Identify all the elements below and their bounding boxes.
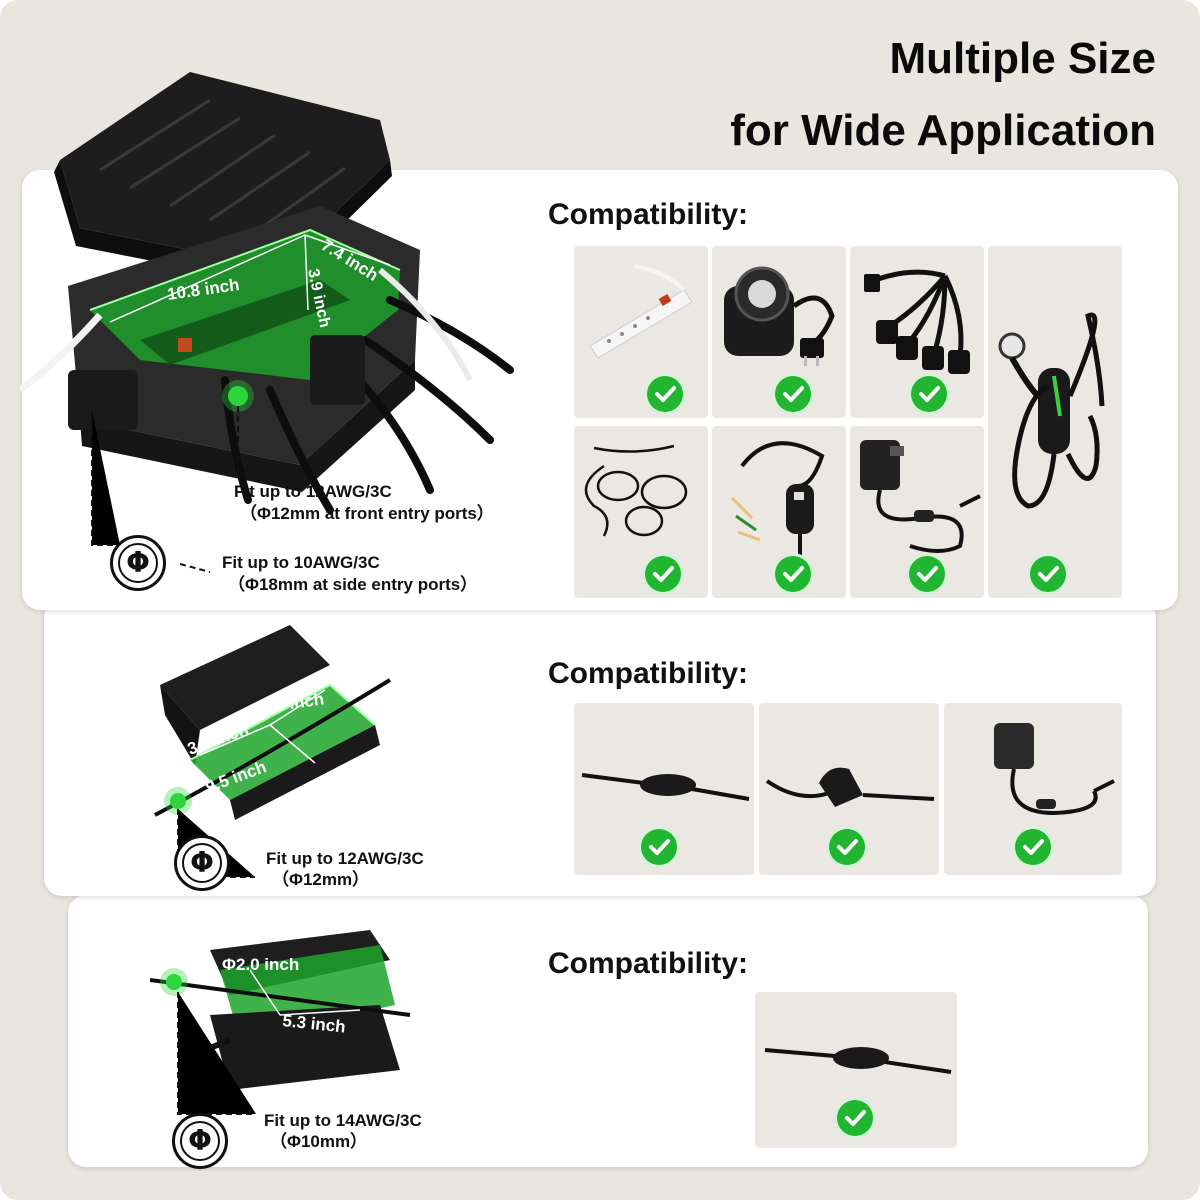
large-front-fit-line-2: （Φ12mm at front entry ports） xyxy=(240,504,494,523)
phi-badge: Φ xyxy=(174,835,230,891)
check-icon xyxy=(645,556,681,592)
large-compatibility-heading: Compatibility: xyxy=(548,198,748,231)
inline-cord-connector-icon xyxy=(764,1047,952,1074)
compat-tile-ev-charger xyxy=(988,246,1122,598)
compat-tile-inline-cord xyxy=(574,703,754,875)
small-junction-box-illustration: Φ2.0 inch 5.3 inch xyxy=(150,930,411,1115)
large-side-fit-line-2: （Φ18mm at side entry ports） xyxy=(228,575,478,594)
inline-cord-connector-icon xyxy=(581,773,750,801)
small-diameter-label: Φ2.0 inch xyxy=(222,955,299,974)
check-icon xyxy=(1030,556,1066,592)
check-icon xyxy=(837,1100,873,1136)
compat-tile-ac-adapter xyxy=(850,426,984,598)
small-fit-line-2: （Φ10mm） xyxy=(270,1132,368,1151)
ac-adapter-icon xyxy=(994,723,1115,816)
compat-tile-gfci-cord xyxy=(712,426,846,598)
headline-line-1: Multiple Size xyxy=(889,34,1156,83)
large-junction-box-illustration: 10.8 inch 7.4 inch 3.9 inch xyxy=(20,72,514,573)
check-icon xyxy=(641,829,677,865)
phi-symbol: Φ xyxy=(180,1121,220,1161)
compat-tile-power-strip xyxy=(574,246,708,418)
check-icon xyxy=(1015,829,1051,865)
check-icon xyxy=(911,376,947,412)
check-icon xyxy=(909,556,945,592)
headline-line-2: for Wide Application xyxy=(730,106,1156,155)
check-icon xyxy=(829,829,865,865)
check-icon xyxy=(647,376,683,412)
compat-tile-light-string xyxy=(574,426,708,598)
ac-adapter-icon xyxy=(860,440,981,553)
check-icon xyxy=(775,376,811,412)
phi-symbol: Φ xyxy=(118,543,158,583)
large-front-fit-line-1: Fit up to 12AWG/3C xyxy=(234,482,392,501)
angled-plug-connector-icon xyxy=(765,767,935,807)
multi-outlet-splitter-icon xyxy=(864,269,970,374)
power-strip-icon xyxy=(589,264,693,359)
medium-fit-line-1: Fit up to 12AWG/3C xyxy=(266,849,424,868)
ev-charger-icon xyxy=(998,312,1105,509)
phi-badge: Φ xyxy=(110,535,166,591)
outdoor-timer-icon xyxy=(724,266,835,366)
check-icon xyxy=(775,556,811,592)
light-string-icon xyxy=(584,444,688,537)
phi-badge: Φ xyxy=(172,1113,228,1169)
medium-fit-line-2: （Φ12mm） xyxy=(272,870,370,889)
small-fit-line-1: Fit up to 14AWG/3C xyxy=(264,1111,422,1130)
small-compatibility-heading: Compatibility: xyxy=(548,947,748,980)
gfci-cord-icon xyxy=(730,441,825,556)
phi-symbol: Φ xyxy=(182,843,222,883)
medium-compatibility-heading: Compatibility: xyxy=(548,657,748,690)
large-side-fit-line-1: Fit up to 10AWG/3C xyxy=(222,553,380,572)
